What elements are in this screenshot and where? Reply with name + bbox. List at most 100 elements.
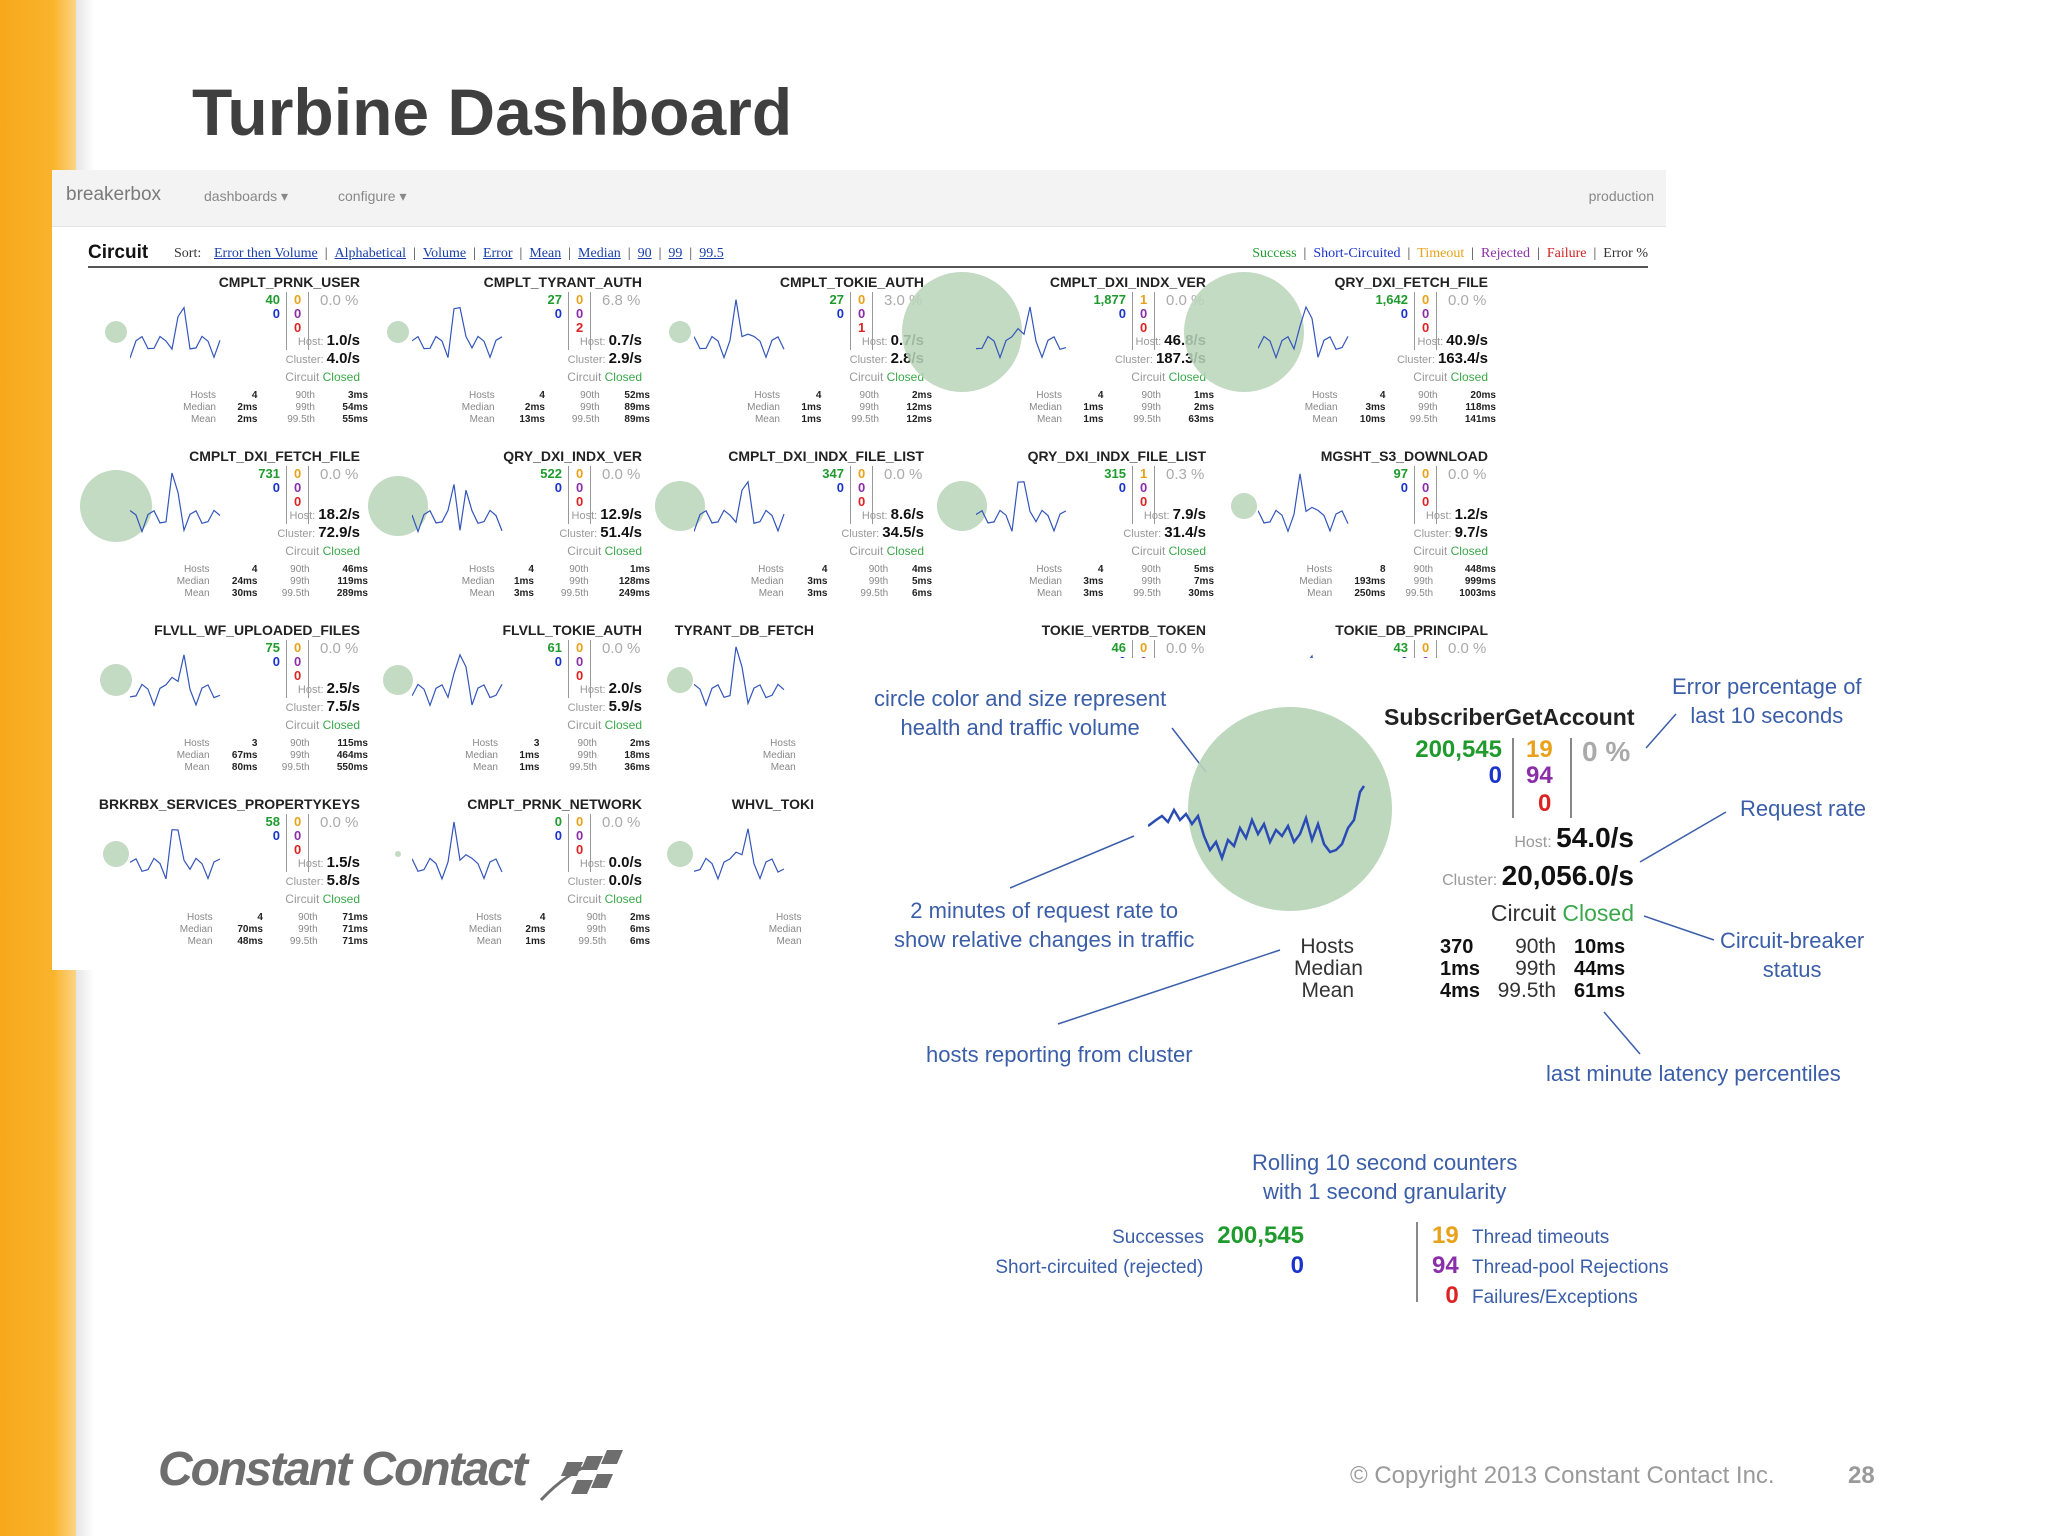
success-count: 1,642 bbox=[1375, 292, 1408, 307]
circuit-monitor[interactable]: CMPLT_PRNK_USER 40 0 0 0 0 0.0 %Host: 1.… bbox=[88, 274, 368, 444]
stat-value: 6ms bbox=[606, 924, 650, 936]
stat-label: 99.5th bbox=[1133, 414, 1161, 425]
sort-option-link[interactable]: 90 bbox=[637, 246, 652, 261]
median-value: 3ms bbox=[1365, 402, 1386, 413]
annotation-hosts-line-1: hosts reporting from cluster bbox=[926, 1042, 1193, 1067]
stat-label: 99th bbox=[1413, 576, 1434, 587]
configure-menu[interactable]: configure ▾ bbox=[338, 188, 407, 204]
stat-value: 999ms bbox=[1433, 576, 1496, 588]
circuit-monitor[interactable]: CMPLT_TOKIE_AUTH 27 0 0 0 1 3.0 %Host: 0… bbox=[652, 274, 932, 444]
circuit-status-value: Closed bbox=[322, 370, 360, 384]
median-value: 67ms bbox=[231, 750, 258, 761]
stat-label: 99th bbox=[859, 402, 879, 413]
rolling-counters: 27 0 0 0 2 bbox=[546, 292, 596, 350]
median-value: 24ms bbox=[231, 576, 258, 587]
cluster-rate-label: Cluster: bbox=[1442, 872, 1498, 889]
stat-label: Hosts bbox=[472, 738, 498, 749]
stat-value: 71ms bbox=[318, 936, 368, 948]
failure-count: 0 bbox=[858, 494, 866, 509]
circuit-monitor[interactable]: TYRANT_DB_FETCH 51 0 0 0 0 0.0 % Hosts39… bbox=[652, 622, 822, 792]
circuit-monitor[interactable]: CMPLT_PRNK_NETWORK 0 0 0 0 0 0.0 %Host: … bbox=[370, 796, 650, 966]
circuit-status-value: Closed bbox=[322, 718, 360, 732]
counter-divider bbox=[872, 466, 873, 524]
stat-value: 63ms bbox=[1161, 414, 1214, 426]
stat-value: 4 bbox=[216, 390, 258, 402]
circuit-monitor[interactable]: MGSHT_S3_DOWNLOAD 97 0 0 0 0 0.0 %Host: … bbox=[1216, 448, 1496, 618]
stat-value: 2ms bbox=[879, 390, 932, 402]
stat-value: 1ms bbox=[498, 762, 539, 774]
circuit-monitor[interactable]: FLVLL_TOKIE_AUTH 61 0 0 0 0 0.0 %Host: 2… bbox=[370, 622, 650, 792]
stat-value: 1ms bbox=[495, 576, 534, 588]
rejected-count: 0 bbox=[858, 480, 866, 495]
cluster-rate: Cluster: 4.0/s bbox=[285, 350, 360, 367]
circuit-monitor[interactable]: TOKIE_DB_PRINCIPAL 43 0 0 0 0 0.0 % bbox=[1216, 622, 1496, 658]
sort-separator: | bbox=[413, 246, 416, 261]
sort-option-link[interactable]: Median bbox=[578, 246, 621, 261]
sort-option-link[interactable]: Alphabetical bbox=[334, 246, 407, 261]
circuit-controls: Circuit Sort: Error then Volume|Alphabet… bbox=[88, 242, 1648, 268]
stat-value-median: 1ms bbox=[1440, 958, 1481, 980]
circuit-monitor[interactable]: QRY_DXI_INDX_VER 522 0 0 0 0 0.0 %Host: … bbox=[368, 448, 650, 618]
timeout-count: 0 bbox=[1422, 640, 1430, 655]
circuit-monitor[interactable]: TOKIE_VERTDB_TOKEN 46 0 0 0 0 0.0 % bbox=[934, 622, 1214, 658]
rejected-count: 0 bbox=[576, 828, 584, 843]
stat-label: 90th bbox=[580, 390, 600, 401]
sort-separator: | bbox=[658, 246, 662, 261]
stat-label: Median bbox=[176, 750, 210, 761]
cluster-rate-value: 5.9/s bbox=[608, 698, 642, 715]
sort-option-link[interactable]: 99.5 bbox=[699, 246, 724, 261]
brand-link[interactable]: breakerbox bbox=[66, 184, 162, 205]
sort-option-link[interactable]: Error then Volume bbox=[214, 246, 318, 261]
example-error-percent: 0 % bbox=[1582, 736, 1631, 767]
stat-value: 10ms bbox=[1338, 414, 1386, 426]
stat-label: Median bbox=[747, 402, 780, 413]
sort-option-link[interactable]: Volume bbox=[422, 246, 467, 261]
hosts-count: 4 bbox=[251, 390, 258, 401]
stat-value: 70ms bbox=[213, 924, 263, 936]
health-circle bbox=[100, 664, 132, 696]
request-rate-sparkline bbox=[694, 480, 785, 533]
p99-value: 18ms bbox=[624, 750, 650, 761]
sort-option-link[interactable]: 99 bbox=[668, 246, 683, 261]
circuit-status: Circuit Closed bbox=[567, 370, 642, 384]
median-value: 3ms bbox=[1083, 576, 1104, 587]
stat-value: 1ms bbox=[589, 564, 650, 576]
circuit-monitor[interactable]: CMPLT_DXI_INDX_FILE_LIST 347 0 0 0 0 0.0… bbox=[652, 448, 932, 618]
stat-value: 4 bbox=[495, 390, 545, 402]
stat-label: Mean bbox=[758, 588, 784, 599]
cluster-rate: Cluster: 9.7/s bbox=[1413, 524, 1488, 541]
sort-option-link[interactable]: Error bbox=[482, 246, 513, 261]
stat-value: 1ms bbox=[1161, 390, 1214, 402]
success-count: 40 bbox=[265, 292, 280, 307]
circuit-status-value: Closed bbox=[604, 370, 642, 384]
slide-title: Turbine Dashboard bbox=[192, 75, 793, 149]
timeout-count: 0 bbox=[576, 814, 584, 829]
stat-value-mean: 4ms bbox=[1440, 980, 1481, 1002]
dashboards-menu[interactable]: dashboards ▾ bbox=[204, 188, 289, 204]
circuit-monitor[interactable]: FLVLL_WF_UPLOADED_FILES 75 0 0 0 0 0.0 %… bbox=[88, 622, 368, 792]
annotation-rate-line-1: Request rate bbox=[1740, 796, 1866, 821]
circuit-monitor[interactable]: QRY_DXI_INDX_FILE_LIST 315 0 1 0 0 0.3 %… bbox=[934, 448, 1214, 618]
short-circuited-count: 0 bbox=[272, 828, 280, 843]
request-rate-sparkline bbox=[1258, 473, 1349, 534]
p99-value: 71ms bbox=[342, 924, 368, 935]
circuit-monitor[interactable]: QRY_DXI_FETCH_FILE 1,642 0 0 0 0 0.0 %Ho… bbox=[1184, 272, 1496, 444]
stat-label: Mean bbox=[770, 762, 796, 773]
sort-option-link[interactable]: Mean bbox=[529, 246, 562, 261]
successes-value: 200,545 bbox=[1217, 1222, 1304, 1249]
circuit-monitor[interactable]: CMPLT_TYRANT_AUTH 27 0 0 0 2 6.8 %Host: … bbox=[370, 274, 650, 444]
host-rate-value: 1.2/s bbox=[1454, 506, 1488, 523]
rejected-count: 0 bbox=[1140, 480, 1148, 495]
rolling-counters: 731 0 0 0 0 bbox=[258, 466, 314, 524]
environment-label[interactable]: production bbox=[1588, 188, 1654, 204]
circuit-monitor[interactable]: CMPLT_DXI_FETCH_FILE 731 0 0 0 0 0.0 %Ho… bbox=[80, 448, 368, 618]
rolling-counters: 315 0 1 0 0 bbox=[1104, 466, 1160, 524]
circuit-monitor[interactable]: BRKRBX_SERVICES_PROPERTYKEYS 58 0 0 0 0 … bbox=[88, 796, 368, 966]
counter-divider bbox=[1436, 640, 1437, 658]
median-value: 1ms bbox=[513, 576, 534, 587]
stat-value: 5ms bbox=[888, 576, 932, 588]
counter-divider bbox=[1414, 292, 1415, 350]
stat-value: 4 bbox=[1062, 390, 1104, 402]
